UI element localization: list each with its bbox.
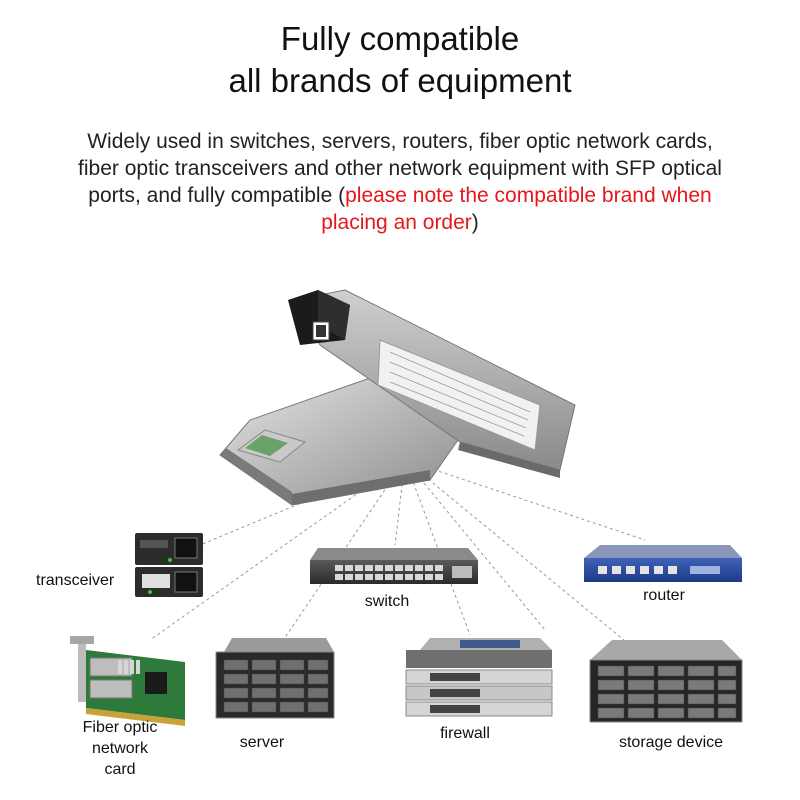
- sfp-module-front: [288, 289, 576, 478]
- router-device: [584, 545, 742, 582]
- heading-line-2: all brands of equipment: [228, 62, 572, 99]
- transceiver-device: [135, 533, 203, 597]
- label-network-card: Fiber optic network card: [66, 717, 174, 780]
- label-network-card-line-3: card: [104, 761, 136, 778]
- description-close: ): [471, 211, 479, 234]
- description-text: Widely used in switches, servers, router…: [78, 130, 722, 207]
- label-switch: switch: [364, 593, 410, 610]
- server-device: [215, 638, 335, 719]
- label-server: server: [239, 734, 285, 751]
- label-firewall: firewall: [440, 725, 490, 742]
- storage-device: [589, 640, 743, 723]
- network-card-device: [70, 636, 185, 726]
- label-transceiver: transceiver: [36, 572, 115, 589]
- sfp-module-rear: [219, 377, 459, 506]
- heading-line-1: Fully compatible: [280, 20, 520, 57]
- label-router: router: [643, 587, 685, 604]
- heading: Fully compatible all brands of equipment: [0, 18, 800, 102]
- order-note: please note the compatible brand when pl…: [321, 184, 712, 234]
- firewall-device: [405, 638, 553, 717]
- label-storage-device: storage device: [618, 734, 724, 751]
- switch-device: [310, 548, 478, 584]
- label-network-card-line-2: network: [91, 740, 149, 757]
- label-network-card-line-1: Fiber optic: [82, 719, 158, 736]
- description: Widely used in switches, servers, router…: [70, 128, 730, 236]
